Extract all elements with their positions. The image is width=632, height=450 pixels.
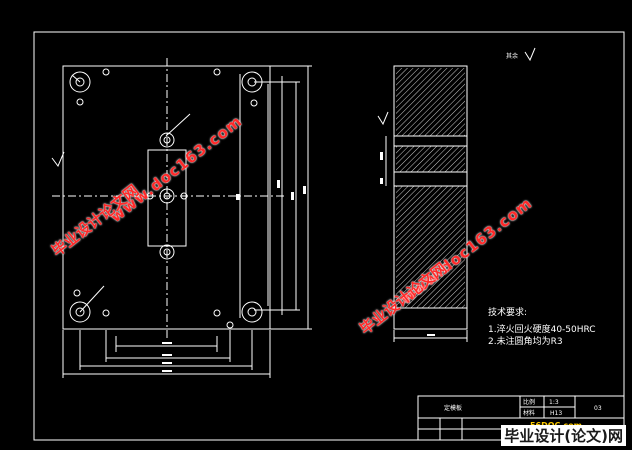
tech-requirement-item: 1.淬火回火硬度40-50HRC	[488, 325, 596, 335]
screw-hole	[250, 99, 258, 107]
dim-mark	[380, 178, 383, 184]
scale-label: 比例	[523, 398, 535, 406]
tech-requirements: 技术要求: 1.淬火回火硬度40-50HRC 2.未注圆角均为R3	[488, 307, 596, 348]
dim-mark	[380, 152, 383, 160]
guide-hole-bottom-right-inner	[247, 307, 257, 317]
screw-hole	[213, 68, 221, 76]
screw-hole	[102, 309, 110, 317]
guide-hole-bottom-left	[69, 301, 91, 323]
roughness-symbol	[377, 111, 389, 126]
sprue-hole-inner	[163, 192, 171, 200]
hatch-region	[396, 186, 465, 308]
guide-hole-top-left-inner	[75, 77, 85, 87]
center-hole-top-inner	[163, 136, 171, 144]
sprue-hole	[159, 188, 175, 204]
screw-hole	[226, 321, 234, 329]
dim-mark	[291, 192, 294, 200]
screw-hole	[102, 68, 110, 76]
center-hole-top	[159, 132, 175, 148]
screw-hole	[73, 289, 81, 297]
guide-hole-bottom-left-inner	[75, 307, 85, 317]
dim-mark	[162, 362, 172, 364]
roughness-symbol-general	[524, 47, 536, 62]
callout-leader	[71, 74, 81, 83]
material-value: H13	[550, 410, 562, 417]
dim-mark	[162, 370, 172, 372]
section-outline	[393, 65, 468, 330]
drawing-border	[33, 31, 625, 441]
pin-hole	[146, 192, 154, 200]
callout-leader	[165, 113, 191, 137]
dim-mark	[236, 194, 240, 200]
dim-mark	[303, 186, 306, 194]
guide-hole-top-left	[69, 71, 91, 93]
pin-hole	[180, 192, 188, 200]
hatch-region	[396, 146, 465, 172]
roughness-note: 其余	[506, 52, 518, 60]
front-view	[51, 58, 312, 378]
callout-leader	[79, 285, 105, 313]
scale-value: 1:3	[549, 399, 559, 406]
dim-mark	[162, 342, 172, 344]
dim-mark	[427, 334, 435, 336]
roughness-symbol	[51, 151, 65, 167]
center-hole-bottom	[159, 244, 175, 260]
guide-hole-bottom-right	[241, 301, 263, 323]
tech-requirement-item: 2.未注圆角均为R3	[488, 337, 563, 347]
side-section-view	[377, 47, 536, 342]
part-name: 定模板	[444, 404, 462, 412]
material-label: 材料	[523, 409, 535, 417]
screw-hole	[213, 309, 221, 317]
tech-requirements-title: 技术要求:	[488, 308, 528, 318]
screw-hole	[76, 98, 84, 106]
dim-mark	[277, 180, 280, 188]
hatch-region	[396, 68, 465, 136]
center-hole-bottom-inner	[163, 248, 171, 256]
logo-cn-text: 毕业设计(论文)网	[501, 425, 626, 446]
drawing-number: 03	[594, 405, 602, 412]
dim-mark	[162, 354, 172, 356]
